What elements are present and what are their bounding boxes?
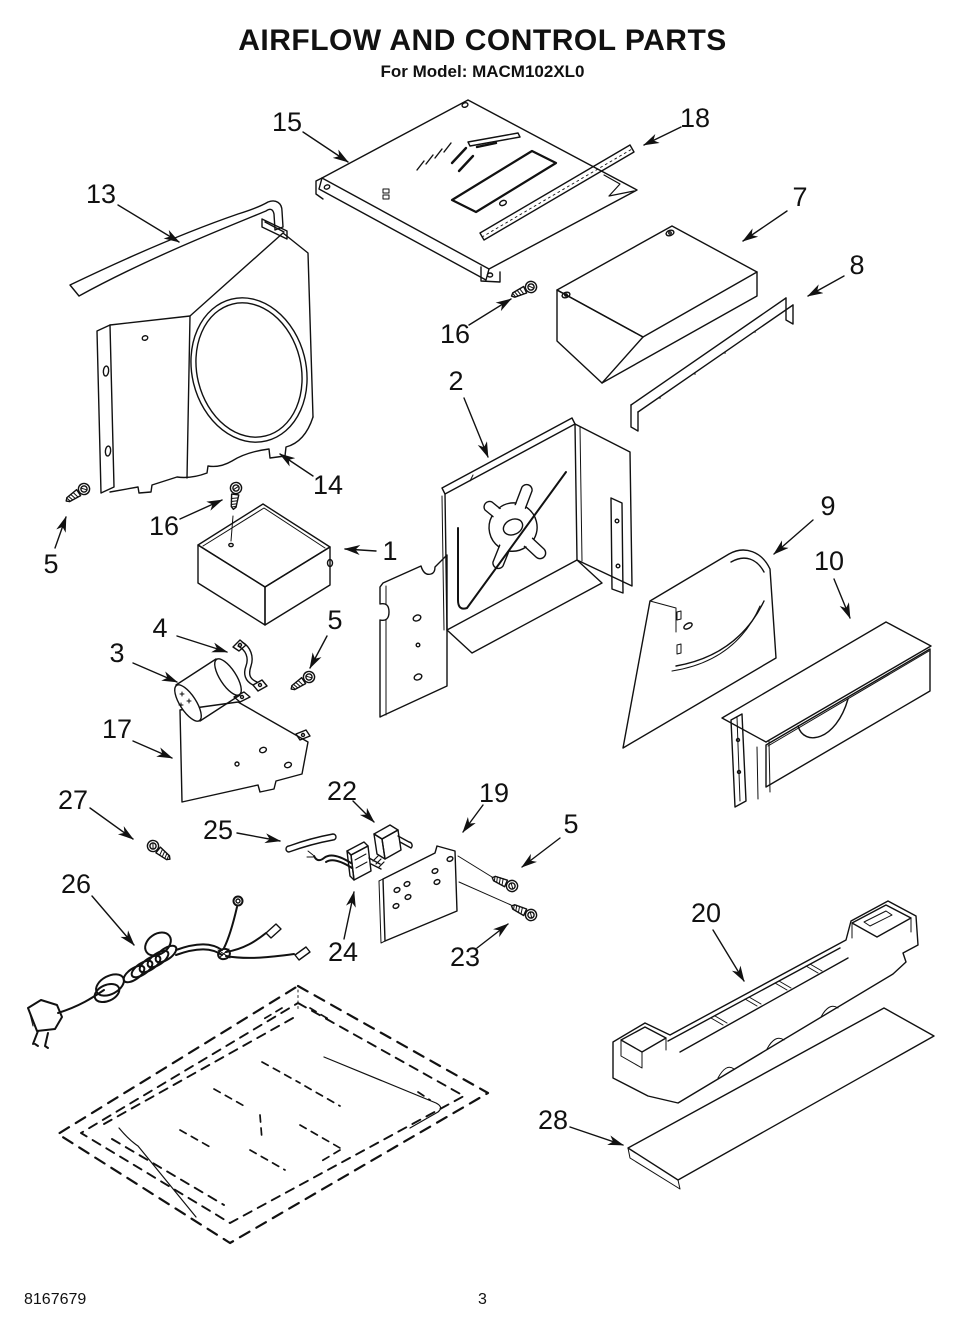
callout-16-left-leader [179,499,223,520]
callout-18: 18 [680,103,710,133]
callout-8: 8 [849,250,864,280]
part-24-switch [306,841,382,881]
page-header: AIRFLOW AND CONTROL PARTS For Model: MAC… [0,24,965,82]
page-title: AIRFLOW AND CONTROL PARTS [238,24,727,57]
callout-24-leader [343,891,356,940]
part-19-control-bracket [378,845,512,944]
callout-28: 28 [538,1105,568,1135]
part-7-cover [556,225,758,384]
callout-2: 2 [448,366,463,396]
callout-7: 7 [792,182,807,212]
callout-2-leader [463,397,489,458]
callout-24: 24 [328,937,358,967]
callout-5-left: 5 [43,549,58,579]
callout-14: 14 [313,470,343,500]
document-number: 8167679 [24,1291,87,1308]
part-1-box-cover [197,503,334,626]
part-22-switch [372,824,413,868]
callout-9-leader [773,519,814,555]
callout-13: 13 [86,179,116,209]
callout-16-top: 16 [440,319,470,349]
part-27-screw [144,837,175,865]
model-subtitle: For Model: MACM102XL0 [380,62,585,81]
callout-labels: 15 18 13 7 8 16 2 14 16 5 1 9 10 4 3 5 1… [43,103,864,1135]
part-2-bulkhead [379,417,633,718]
callout-25-leader [236,832,281,844]
part-5-screw-right [489,871,521,895]
part-3-capacitor [174,658,242,722]
callout-1-leader [344,544,377,555]
callout-10-leader [833,578,851,619]
callout-5-mid-leader [309,635,328,669]
part-9-scoop-panel [622,549,777,749]
part-8-channel-strip [630,297,794,432]
callout-23: 23 [450,942,480,972]
callout-20: 20 [691,898,721,928]
part-16-screw-top [508,278,540,302]
part-26-power-cord [27,895,311,1049]
callout-18-leader [643,126,682,146]
callout-26: 26 [61,869,91,899]
callout-5-mid: 5 [327,605,342,635]
base-pan-outline [56,984,490,1245]
part-25-tube [285,833,337,853]
part-13-gasket [69,200,284,297]
part-14-scroll-panel [96,218,314,494]
callout-23-leader [476,923,509,949]
part-4-clamp [232,639,268,692]
callout-3: 3 [109,638,124,668]
callout-5-right: 5 [563,809,578,839]
callout-15-leader [302,131,349,163]
callout-8-leader [807,275,845,297]
part-28-foam-strip [627,1007,935,1190]
callout-7-leader [742,210,788,242]
part-5-screw-mid [287,668,318,695]
callout-16-top-leader [468,298,512,326]
callout-9: 9 [820,491,835,521]
callout-1: 1 [382,536,397,566]
page-number: 3 [478,1291,487,1308]
callout-3-leader [132,662,178,683]
callout-22-leader [352,800,375,823]
callout-20-leader [712,929,745,982]
part-16-screw-box [227,481,243,511]
callout-19-leader [462,804,484,833]
callout-27-leader [89,807,134,840]
part-5-screw-left [62,480,93,507]
callout-26-leader [91,895,135,946]
callout-10: 10 [814,546,844,576]
callout-5-left-leader [54,516,67,549]
callout-17: 17 [102,714,132,744]
part-18-strip [479,144,635,241]
callout-5-right-leader [521,837,561,868]
callout-17-leader [132,740,173,759]
part-20-rail-tray [612,900,919,1104]
callout-16-left: 16 [149,511,179,541]
callout-15: 15 [272,107,302,137]
callout-4-leader [176,635,228,653]
callout-28-leader [569,1126,624,1146]
part-15-top-panel [315,99,638,283]
callout-4: 4 [152,613,167,643]
callout-13-leader [117,204,180,243]
callout-19: 19 [479,778,509,808]
part-17-bracket [179,691,311,803]
part-23-screw [508,900,540,924]
callout-14-leader [279,453,314,477]
callout-leaders [54,126,851,1146]
page-footer: 8167679 3 [0,1291,965,1309]
callout-25: 25 [203,815,233,845]
callout-22: 22 [327,776,357,806]
part-10-louver-panel [721,621,932,808]
callout-27: 27 [58,785,88,815]
